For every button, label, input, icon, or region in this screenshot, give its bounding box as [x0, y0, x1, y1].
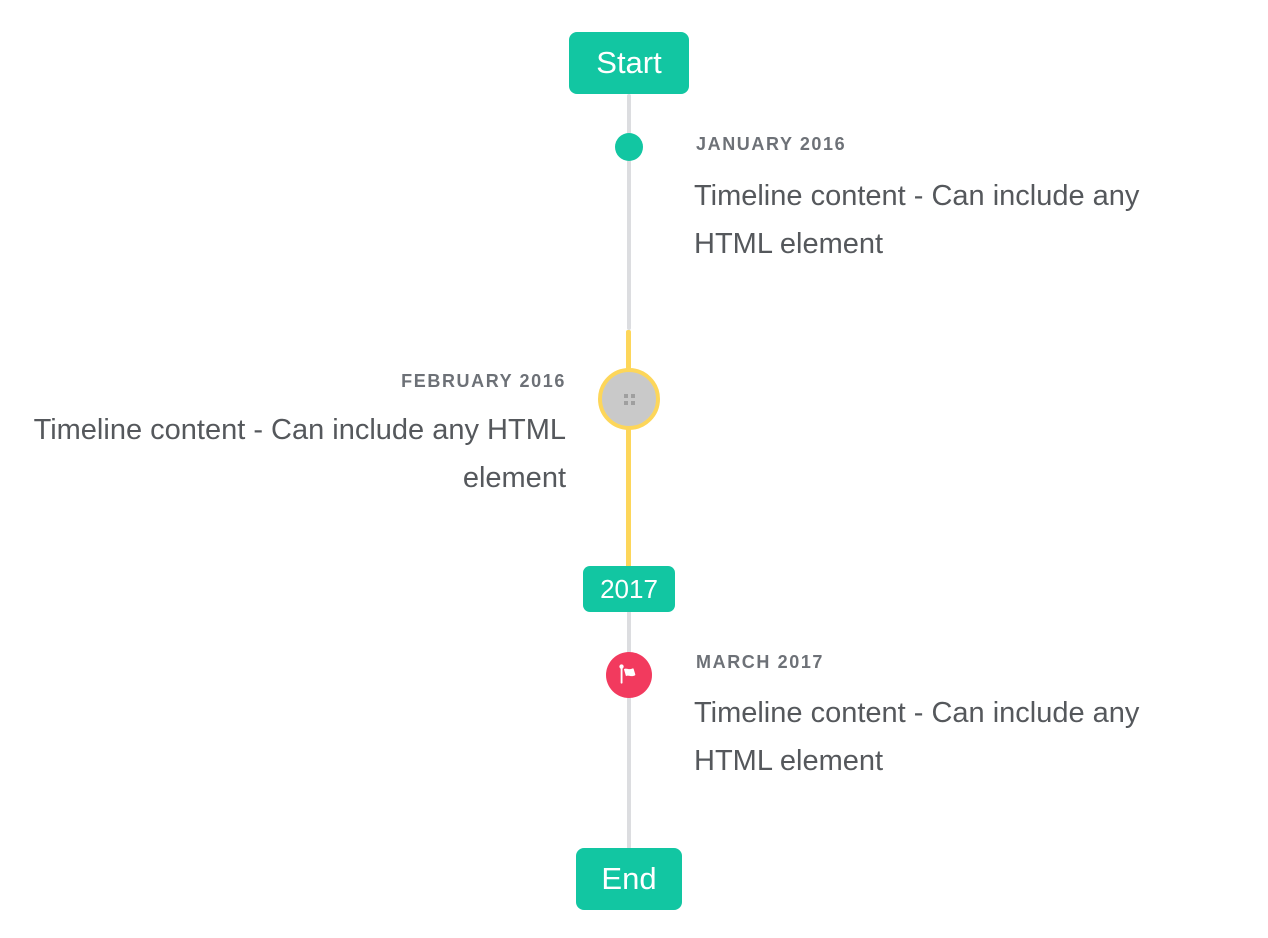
timeline-line-highlight-segment	[626, 330, 631, 568]
event-content: Timeline content - Can include any HTML …	[694, 180, 1140, 260]
event-title: MARCH 2017	[696, 652, 825, 672]
flag-icon	[619, 664, 636, 684]
event-title: JANUARY 2016	[696, 134, 847, 154]
timeline-line-bottom-segment	[627, 611, 631, 849]
event-marker-flag[interactable]	[606, 652, 652, 698]
start-button[interactable]: Start	[569, 32, 689, 94]
event-content: Timeline content - Can include any HTML …	[694, 697, 1140, 777]
timeline-line-top-segment	[627, 94, 631, 330]
year-flag-badge[interactable]: 2017	[583, 566, 675, 612]
broken-image-icon	[623, 393, 635, 405]
event-content: Timeline content - Can include any HTML …	[33, 414, 566, 494]
event-marker-dot[interactable]	[615, 133, 643, 161]
event-title: FEBRUARY 2016	[401, 371, 566, 391]
end-button[interactable]: End	[576, 848, 682, 910]
event-marker-image[interactable]	[598, 368, 660, 430]
